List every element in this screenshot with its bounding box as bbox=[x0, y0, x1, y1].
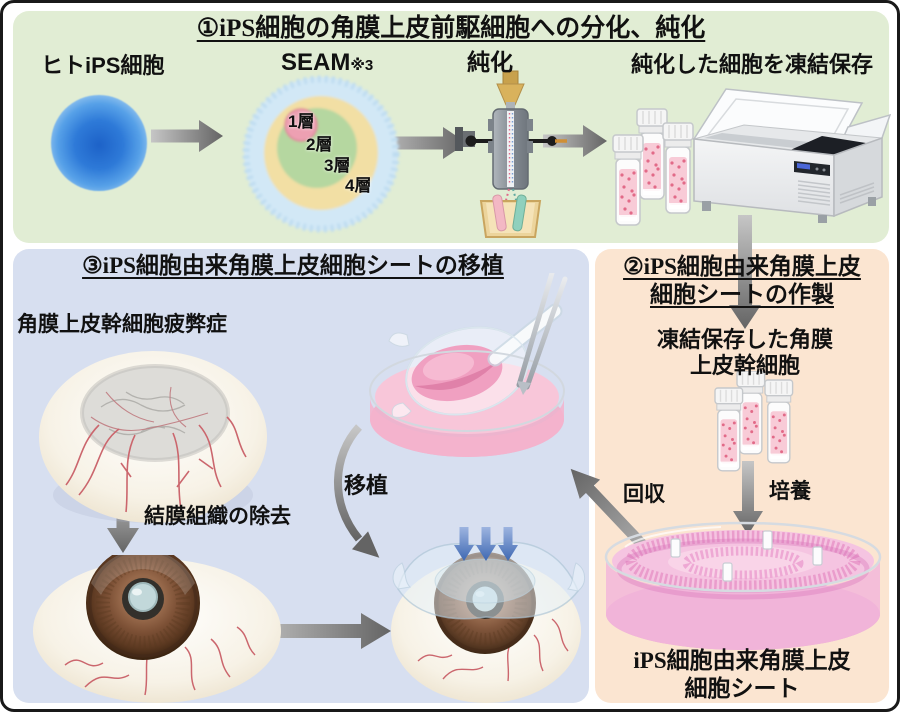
step2-title-line2: 細胞シートの作製 bbox=[650, 281, 834, 307]
step2-title-line1: ②iPS細胞由来角膜上皮 bbox=[623, 254, 861, 279]
tweezers-icon bbox=[516, 273, 568, 395]
cultured-sheet-dish-illustration bbox=[604, 521, 882, 650]
layer-2-label: 2層 bbox=[306, 135, 333, 154]
cryopreserve-label: 純化した細胞を凍結保存 bbox=[631, 52, 874, 77]
cell-sorter-illustration bbox=[455, 70, 567, 238]
cryovials-icon bbox=[612, 108, 694, 226]
seam-ref-label: ※3 bbox=[350, 57, 374, 74]
ips-cell-illustration bbox=[51, 95, 147, 191]
harvest-label: 回収 bbox=[623, 483, 665, 506]
cryostock-line1: 凍結保存した角膜 bbox=[656, 327, 833, 352]
step2-title: ②iPS細胞由来角膜上皮 細胞シートの作製 bbox=[595, 253, 889, 308]
cryovials2-icon bbox=[714, 371, 794, 472]
disease-label: 角膜上皮幹細胞疲弊症 bbox=[17, 313, 227, 336]
culture-label: 培養 bbox=[769, 480, 811, 503]
placement-arrows-icon bbox=[454, 527, 518, 561]
cryostock-line2: 上皮幹細胞 bbox=[689, 352, 800, 378]
step1-title: ①iPS細胞の角膜上皮前駆細胞への分化、純化 bbox=[196, 15, 706, 42]
seam-label: SEAM※3 bbox=[281, 49, 373, 77]
eye-diseased-illustration bbox=[39, 351, 267, 523]
sheet-label-line1: iPS細胞由来角膜上皮 bbox=[633, 648, 851, 673]
step3-title: ③iPS細胞由来角膜上皮細胞シートの移植 bbox=[82, 253, 504, 278]
purify-label: 純化 bbox=[467, 49, 513, 75]
seam-colony-illustration bbox=[242, 75, 400, 233]
freezer-illustration bbox=[692, 88, 891, 223]
transplant-label: 移植 bbox=[344, 473, 389, 498]
sclera-vessels bbox=[65, 416, 247, 513]
eye-prepared-illustration bbox=[33, 555, 281, 703]
seam-label-text: SEAM bbox=[281, 49, 351, 76]
eye-transplanted-illustration bbox=[391, 527, 585, 703]
dish-pegs bbox=[670, 530, 823, 582]
layer-3-label: 3層 bbox=[324, 156, 351, 175]
removal-label: 結膜組織の除去 bbox=[144, 505, 291, 528]
layer-4-label: 4層 bbox=[345, 176, 372, 195]
human-ips-label: ヒトiPS細胞 bbox=[41, 53, 165, 78]
cornea-vessels bbox=[90, 386, 209, 432]
layer-1-label: 1層 bbox=[288, 112, 315, 131]
transplant-dish-illustration bbox=[369, 273, 568, 457]
sheet-label: iPS細胞由来角膜上皮 細胞シート bbox=[595, 647, 889, 702]
cell-sheet bbox=[411, 344, 503, 402]
sheet-label-line2: 細胞シート bbox=[684, 675, 800, 701]
cryostock-label: 凍結保存した角膜 上皮幹細胞 bbox=[595, 327, 895, 379]
